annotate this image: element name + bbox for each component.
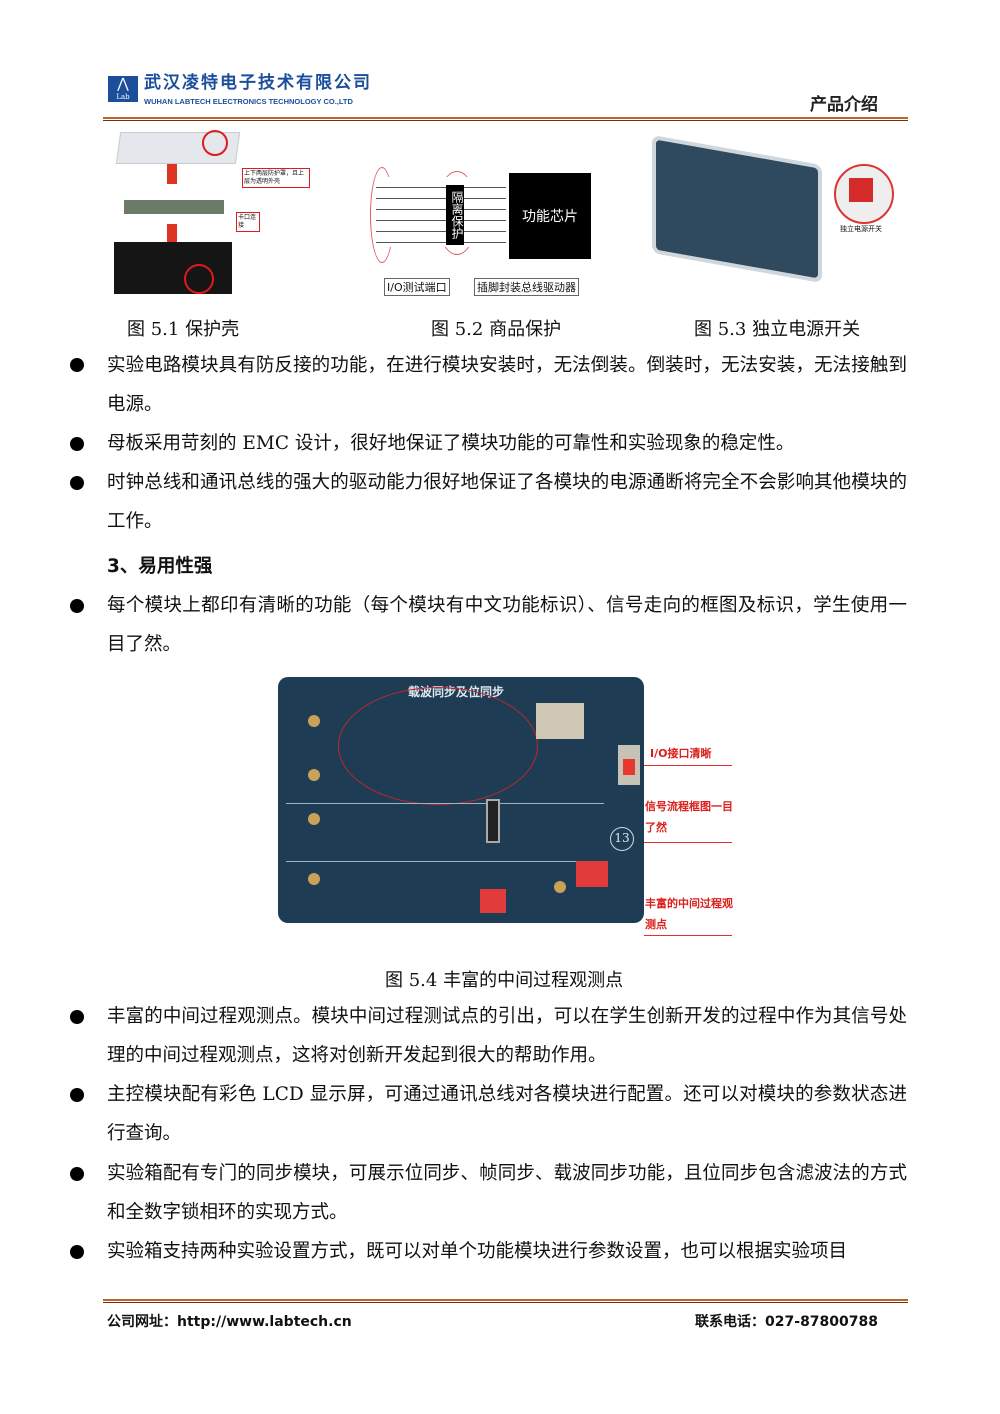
- footer-divider: [103, 1299, 908, 1303]
- io-port-label: I/O测试端口: [384, 278, 450, 296]
- annotation-testpoints: 丰富的中间过程观测点: [645, 897, 733, 931]
- circuit-board-image: 载波同步及位同步 13: [278, 677, 644, 923]
- logo-text: Lab Tech: [114, 93, 132, 111]
- bullet-icon: [70, 476, 84, 490]
- footer-website: 公司网址：http://www.labtech.cn: [107, 1314, 352, 1330]
- figure-caption: 图 5.3 独立电源开关: [694, 319, 861, 340]
- function-chip: 功能芯片: [509, 173, 591, 259]
- bullet-icon: [70, 1167, 84, 1181]
- section-title: 产品介绍: [810, 95, 878, 115]
- bullet-icon: [70, 1088, 84, 1102]
- figure-caption: 图 5.2 商品保护: [431, 319, 562, 340]
- list-item: 每个模块上都印有清晰的功能（每个模块有中文功能标识）、信号走向的框图及标识，学生…: [107, 595, 907, 655]
- figure-protective-shell: 上下两层防护罩，且上层为透明外壳 卡口连接: [112, 128, 312, 298]
- company-name-en: WUHAN LABTECH ELECTRONICS TECHNOLOGY CO.…: [144, 97, 353, 106]
- annotation-io: I/O接口清晰: [650, 747, 712, 760]
- bullet-icon: [70, 358, 84, 372]
- header-divider: [103, 117, 908, 121]
- list-item: 主控模块配有彩色 LCD 显示屏，可通过通讯总线对各模块进行配置。还可以对模块的…: [107, 1084, 907, 1144]
- company-logo: ⋀Lab Tech: [108, 76, 138, 111]
- list-item: 丰富的中间过程观测点。模块中间过程测试点的引出，可以在学生创新开发的过程中作为其…: [107, 1006, 907, 1066]
- list-item: 实验电路模块具有防反接的功能，在进行模块安装时，无法倒装。倒装时，无法安装，无法…: [107, 355, 907, 415]
- power-switch-label: 独立电源开关: [840, 225, 882, 233]
- clip-label: 卡口连接: [236, 212, 260, 232]
- company-name-cn: 武汉凌特电子技术有限公司: [144, 73, 372, 93]
- shell-label: 上下两层防护罩，且上层为透明外壳: [242, 168, 310, 188]
- figure-caption: 图 5.1 保护壳: [127, 319, 240, 340]
- list-item: 实验箱支持两种实验设置方式，既可以对单个功能模块进行参数设置，也可以根据实验项目: [107, 1241, 848, 1262]
- footer-phone: 联系电话：027-87800788: [695, 1314, 878, 1330]
- section-heading: 3、易用性强: [107, 556, 213, 577]
- bus-driver-label: 插脚封装总线驱动器: [474, 278, 579, 296]
- list-item: 母板采用苛刻的 EMC 设计，很好地保证了模块功能的可靠性和实验现象的稳定性。: [107, 433, 795, 454]
- bullet-icon: [70, 437, 84, 451]
- isolation-block: 隔离保护: [446, 185, 464, 245]
- board-number: 13: [610, 827, 634, 851]
- bullet-icon: [70, 1010, 84, 1024]
- bullet-icon: [70, 1245, 84, 1259]
- list-item: 时钟总线和通讯总线的强大的驱动能力很好地保证了各模块的电源通断将完全不会影响其他…: [107, 472, 907, 532]
- list-item: 实验箱配有专门的同步模块，可展示位同步、帧同步、载波同步功能，且位同步包含滤波法…: [107, 1163, 907, 1223]
- figure-power-switch: 独立电源开关: [644, 135, 899, 285]
- bullet-icon: [70, 599, 84, 613]
- annotation-flow: 信号流程框图一目了然: [645, 800, 733, 834]
- figure-product-protection: 隔离保护 功能芯片 I/O测试端口 插脚封装总线驱动器: [366, 165, 596, 300]
- figure-caption: 图 5.4 丰富的中间过程观测点: [385, 970, 624, 991]
